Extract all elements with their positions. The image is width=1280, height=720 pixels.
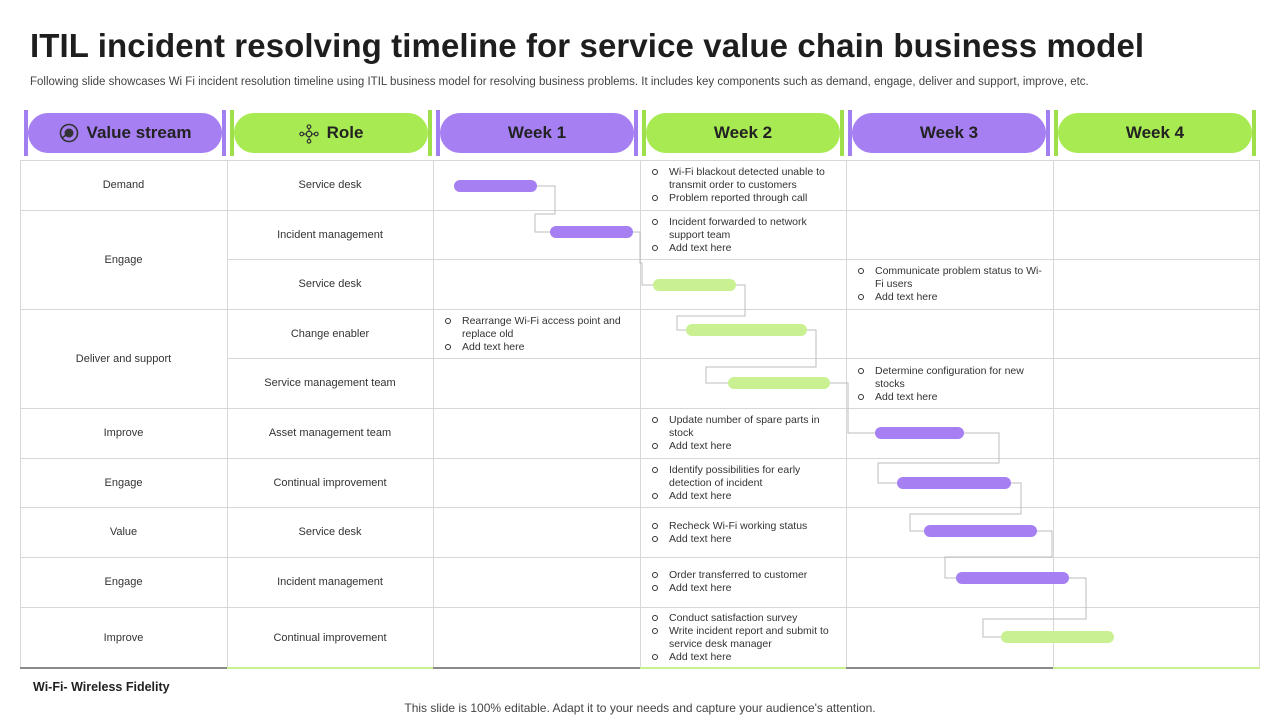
header-week-3-label: Week 3 [919,123,979,142]
role-cell: Service desk [298,179,362,191]
note-list: Incident forwarded to network support te… [650,216,840,255]
note-list: Rearrange Wi-Fi access point and replace… [443,315,633,354]
header-week-2: Week 2 [642,110,844,156]
header-value-stream: Value stream [24,110,226,156]
header-week-4-label: Week 4 [1125,123,1185,142]
note-item: Incident forwarded to network support te… [650,216,840,242]
note-item: Add text here [650,242,840,255]
note-item: Add text here [856,291,1046,304]
role-network-icon [298,123,319,144]
gantt-bar [956,572,1069,584]
note-list: Wi-Fi blackout detected unable to transm… [650,166,840,205]
role-cell: Service management team [264,377,396,389]
note-item: Add text here [650,440,840,453]
gantt-bar [924,525,1037,537]
gantt-bar [1001,631,1114,643]
header-value-stream-label: Value stream [86,123,192,142]
value-stream-icon [59,123,79,143]
note-item: Determine configuration for new stocks [856,365,1046,391]
role-cell: Service desk [298,526,362,538]
footer-note: Wi-Fi- Wireless Fidelity [33,680,170,694]
note-item: Problem reported through call [650,192,840,205]
note-item: Add text here [856,391,1046,404]
note-list: Recheck Wi-Fi working status Add text he… [650,520,840,546]
note-item: Communicate problem status to Wi-Fi user… [856,265,1046,291]
header-week-3: Week 3 [848,110,1050,156]
value-stream-cell: Improve [103,631,144,644]
note-item: Order transferred to customer [650,569,840,582]
header-week-1: Week 1 [436,110,638,156]
header-role-label: Role [326,123,364,142]
note-item: Conduct satisfaction survey [650,612,840,625]
note-item: Update number of spare parts in stock [650,414,840,440]
note-item: Add text here [650,490,840,503]
value-stream-cell: Engage [104,476,143,489]
value-stream-cell: Value [109,526,138,538]
page-subtitle: Following slide showcases Wi Fi incident… [30,76,1089,88]
note-item: Write incident report and submit to serv… [650,625,840,651]
value-stream-cell: Deliver and support [75,352,172,365]
note-list: Communicate problem status to Wi-Fi user… [856,265,1046,304]
note-list: Determine configuration for new stocks A… [856,365,1046,404]
value-stream-cell: Improve [103,427,144,439]
value-stream-cell: Engage [104,576,143,588]
note-item: Add text here [443,341,633,354]
role-cell: Change enabler [290,327,370,340]
note-item: Wi-Fi blackout detected unable to transm… [650,166,840,192]
role-cell: Incident management [277,576,383,588]
gantt-bar [686,324,807,336]
note-item: Recheck Wi-Fi working status [650,520,840,533]
header-role: Role [230,110,432,156]
footer-editable-text: This slide is 100% editable. Adapt it to… [404,701,876,715]
note-item: Rearrange Wi-Fi access point and replace… [443,315,633,341]
note-item: Add text here [650,582,840,595]
gantt-bar [897,477,1011,489]
note-item: Add text here [650,533,840,546]
header-week-4: Week 4 [1054,110,1256,156]
gantt-bar [875,427,964,439]
gantt-bar [653,279,736,291]
role-cell: Continual improvement [273,631,387,644]
value-stream-cell: Engage [104,253,143,266]
gantt-bar [550,226,633,238]
role-cell: Incident management [277,228,383,241]
note-item: Add text here [650,651,840,664]
value-stream-cell: Demand [102,179,145,191]
role-cell: Asset management team [268,427,392,439]
note-item: Identify possibilities for early detecti… [650,464,840,490]
note-list: Conduct satisfaction survey Write incide… [650,612,840,664]
page-title: ITIL incident resolving timeline for ser… [30,27,1145,64]
header-week-1-label: Week 1 [507,123,567,142]
gantt-bar [728,377,830,389]
role-cell: Continual improvement [273,476,387,489]
gantt-bar [454,180,537,192]
note-list: Identify possibilities for early detecti… [650,464,840,503]
header-week-2-label: Week 2 [713,123,773,142]
note-list: Order transferred to customer Add text h… [650,569,840,595]
note-list: Update number of spare parts in stock Ad… [650,414,840,453]
role-cell: Service desk [298,278,362,290]
